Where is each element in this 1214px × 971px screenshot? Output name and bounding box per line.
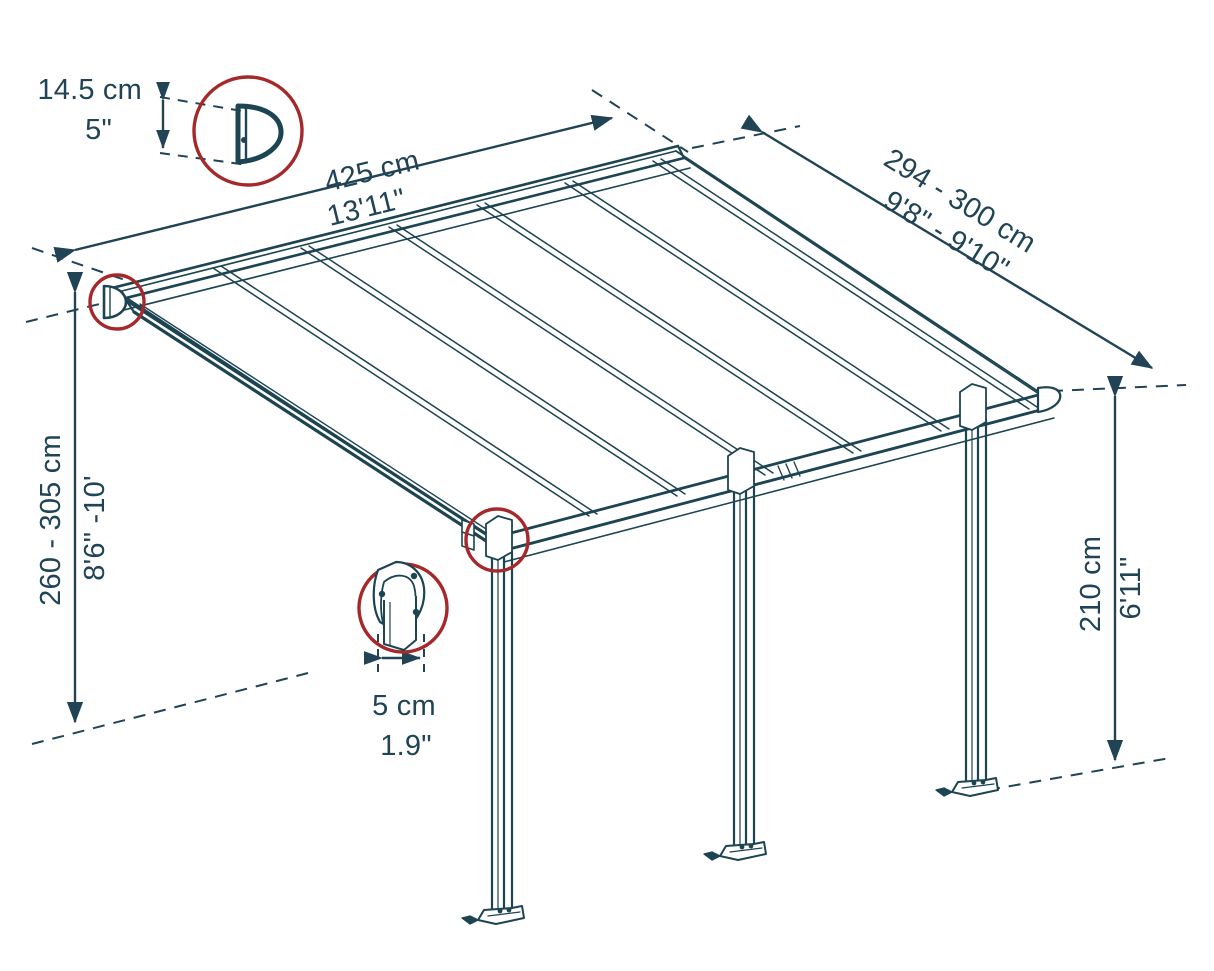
reference-line-ground-left (31, 671, 313, 745)
label-group-front-height-imp: 6'11" (1115, 556, 1147, 619)
reference-line-ridge-top (591, 89, 689, 153)
label-group-front-height: 210 cm (1075, 536, 1107, 632)
label-group-wall-height: 260 - 305 cm (35, 434, 67, 606)
reference-line-ground-right (987, 757, 1171, 791)
label-front-height-metric: 210 cm (1075, 536, 1107, 632)
label-profile-height-metric: 14.5 cm (37, 74, 142, 106)
rear-wall-beam-edge (123, 167, 691, 311)
arrow-overall-width (53, 114, 614, 263)
rear-wall-beam-bottom (116, 156, 686, 302)
right-edge-beam (675, 150, 1043, 395)
front-gutter-beam-bottom (132, 310, 502, 552)
reference-line-profile-top (159, 96, 249, 113)
front-eave-beam-top (490, 392, 1044, 540)
rear-wall-beam-top (110, 144, 680, 290)
gutter-profile-detail-shape (235, 103, 284, 165)
label-post-width-imperial: 1.9" (380, 730, 431, 762)
post-section-detail-shape (372, 560, 426, 651)
label-front-height-imperial: 6'11" (1115, 556, 1147, 619)
label-profile-height-imperial: 5" (85, 114, 112, 146)
post-middle (703, 482, 767, 861)
dimension-arrows (53, 81, 1154, 762)
post-right (935, 418, 999, 797)
detail-callout-circles (88, 75, 530, 654)
post-left (461, 550, 525, 925)
right-edge-beam-2 (683, 157, 1049, 401)
label-wall-height-metric: 260 - 305 cm (35, 434, 67, 606)
label-post-width-metric: 5 cm (372, 690, 436, 722)
callout-circle-gutter-profile (192, 75, 304, 187)
label-wall-height-imperial: 8'6" -10' (79, 475, 111, 580)
roof-panel-seams (212, 158, 1038, 517)
front-gutter-beam-top (124, 298, 494, 540)
pergola-structure (102, 144, 1062, 925)
eave-splice-marks (777, 461, 801, 481)
gutter-end-cap (102, 284, 128, 320)
front-eave-beam-bottom (496, 406, 1050, 554)
front-gutter-inner-line (139, 303, 501, 539)
post-brackets (485, 383, 987, 561)
front-eave-beam-edge (503, 417, 1055, 563)
label-group-wall-height-imp: 8'6" -10' (79, 475, 111, 580)
label-group-depth: 294 - 300 cm 9'8" - 9'10" (878, 143, 1041, 286)
right-end-cap (1036, 386, 1062, 414)
callout-circle-eave-corner (88, 273, 146, 331)
arrow-overall-depth (740, 114, 1154, 370)
callout-circle-post-bracket (464, 507, 530, 573)
